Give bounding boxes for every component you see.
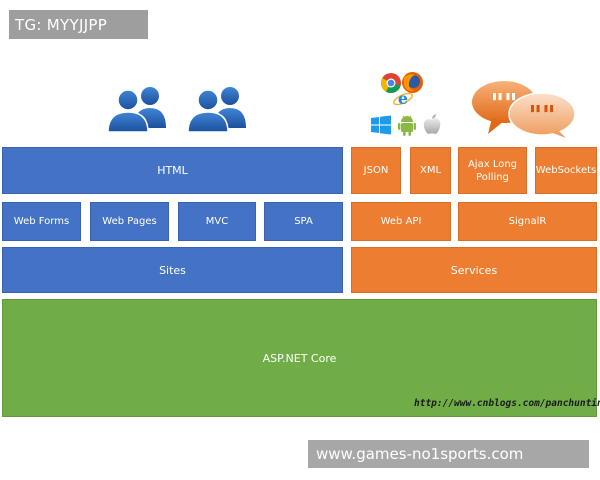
aspnet-core-block: ASP.NET Core — [2, 299, 597, 417]
svg-text:"": "" — [528, 101, 555, 131]
users-icon — [107, 87, 166, 133]
source-url: http://www.cnblogs.com/panchunting — [414, 398, 600, 409]
firefox-icon — [402, 72, 423, 93]
web-forms-block: Web Forms — [2, 202, 81, 241]
chat-bubbles-icon: "" "" — [472, 81, 576, 138]
websockets-block: WebSockets — [535, 147, 597, 194]
ie-icon: e — [393, 89, 413, 108]
signalr-block: SignalR — [458, 202, 597, 241]
sites-block: Sites — [2, 247, 343, 293]
chrome-icon — [380, 73, 401, 94]
windows-icon — [371, 115, 391, 135]
xml-block: XML — [410, 147, 451, 194]
tag-label: TG: MYYJJPP — [9, 10, 148, 39]
mvc-block: MVC — [178, 202, 256, 241]
ajax-long-polling-block: Ajax Long Polling — [458, 147, 527, 194]
web-api-block: Web API — [351, 202, 451, 241]
users-icon — [187, 87, 246, 133]
apple-icon — [423, 114, 441, 134]
web-pages-block: Web Pages — [90, 202, 169, 241]
android-icon — [398, 115, 416, 136]
json-block: JSON — [351, 147, 401, 194]
svg-text:e: e — [398, 89, 408, 108]
spa-block: SPA — [264, 202, 343, 241]
html-block: HTML — [2, 147, 343, 194]
watermark-label: www.games-no1sports.com — [308, 440, 589, 468]
services-block: Services — [351, 247, 597, 293]
